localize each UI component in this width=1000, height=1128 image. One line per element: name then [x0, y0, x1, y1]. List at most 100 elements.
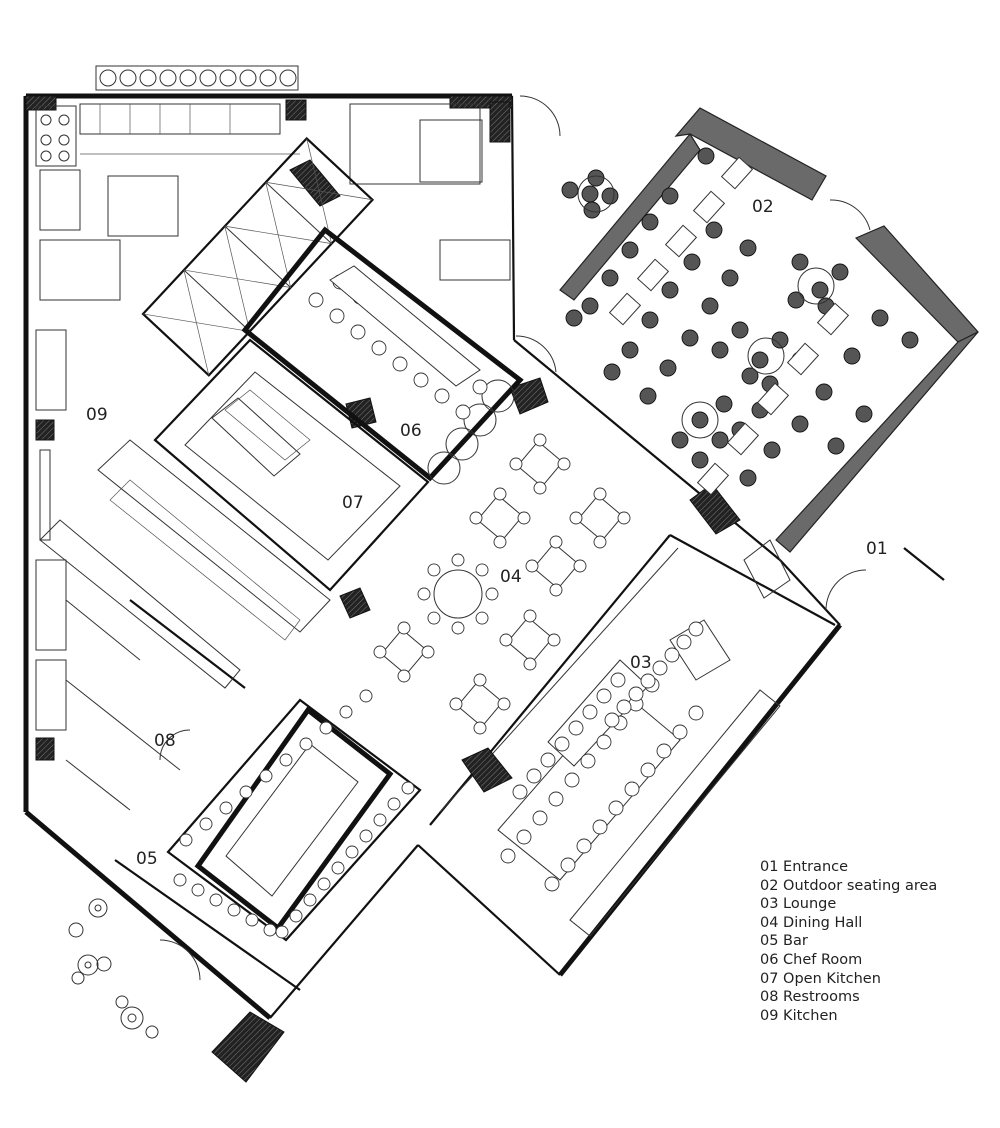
- outdoor-chair: [811, 281, 829, 299]
- dining-chair: [493, 487, 507, 501]
- outdoor-table: [692, 190, 726, 224]
- outdoor-chair: [561, 181, 579, 199]
- dining-chair: [617, 511, 631, 525]
- lounge-chair: [624, 781, 640, 797]
- bar-stool: [245, 913, 259, 927]
- chef-room: [241, 226, 524, 482]
- lamp-circle: [481, 379, 515, 413]
- bar-stool: [279, 753, 293, 767]
- outdoor-table: [726, 422, 760, 456]
- outdoor-table: [664, 224, 698, 258]
- lounge-chair: [616, 699, 632, 715]
- dining-chair: [569, 511, 583, 525]
- legend: 01 Entrance 02 Outdoor seating area 03 L…: [760, 858, 937, 1025]
- chef-chair: [455, 404, 471, 420]
- outdoor-chair: [715, 395, 733, 413]
- outdoor-chair: [691, 411, 709, 429]
- dining-chair: [397, 669, 411, 683]
- outdoor-chair: [843, 347, 861, 365]
- columns: [25, 95, 741, 1083]
- outdoor-table: [696, 462, 730, 496]
- outdoor-chair: [641, 311, 659, 329]
- outdoor-chair: [711, 341, 729, 359]
- bar-stool: [219, 801, 233, 815]
- lounge-chair: [580, 753, 596, 769]
- outdoor-chair: [901, 331, 919, 349]
- bar-stool: [359, 689, 373, 703]
- dining-chair: [509, 457, 523, 471]
- dining-chair: [593, 487, 607, 501]
- outdoor-chair: [659, 359, 677, 377]
- vent-circle: [239, 69, 257, 87]
- lounge-chair: [628, 686, 644, 702]
- dining-chair: [533, 481, 547, 495]
- roof-vents: [95, 65, 299, 91]
- bar-counter: [166, 698, 422, 942]
- vent-circle: [199, 69, 217, 87]
- bar-stool: [401, 781, 415, 795]
- dining-chair: [451, 621, 465, 635]
- cold-rooms: [141, 136, 375, 377]
- bar-stool: [209, 893, 223, 907]
- lounge-chair: [610, 672, 626, 688]
- bar-stool: [199, 817, 213, 831]
- dining-table: [576, 494, 624, 542]
- lounge-chair: [640, 762, 656, 778]
- outdoor-chair: [791, 415, 809, 433]
- outdoor-table: [636, 258, 670, 292]
- outdoor-chair: [741, 367, 759, 385]
- room-label-03: 03: [630, 653, 652, 673]
- chef-chair: [350, 324, 366, 340]
- vent-circles: [99, 69, 297, 87]
- dining-chair: [427, 563, 441, 577]
- outdoor-chair: [791, 253, 809, 271]
- outdoor-table: [816, 302, 850, 336]
- outdoor-chair: [827, 437, 845, 455]
- kitchen-equipment: [35, 103, 511, 541]
- dining-chair: [449, 697, 463, 711]
- outdoor-chair: [855, 405, 873, 423]
- dining-chair: [475, 563, 489, 577]
- legend-item: 09 Kitchen: [760, 1007, 838, 1024]
- outdoor-round-table: [681, 401, 719, 439]
- lounge-chair: [596, 734, 612, 750]
- outdoor-chair: [683, 253, 701, 271]
- outdoor-chair: [739, 239, 757, 257]
- outdoor-table: [608, 292, 642, 326]
- chef-chair: [434, 388, 450, 404]
- lounge-chair: [608, 800, 624, 816]
- lounge-chair: [672, 724, 688, 740]
- dining-chair: [523, 609, 537, 623]
- dining-chair: [523, 657, 537, 671]
- dining-chair: [549, 535, 563, 549]
- room-label-02: 02: [752, 197, 774, 217]
- lounge-chair: [516, 829, 532, 845]
- dining-chair: [469, 511, 483, 525]
- legend-item: 03 Lounge: [760, 896, 837, 913]
- outdoor-chair: [815, 383, 833, 401]
- hedges: [559, 107, 979, 553]
- outdoor-table: [786, 342, 820, 376]
- dining-chair: [533, 433, 547, 447]
- bar-stool: [331, 861, 345, 875]
- chef-chair: [392, 356, 408, 372]
- vent-circle: [139, 69, 157, 87]
- outdoor-chair: [705, 221, 723, 239]
- lounge-chair: [596, 688, 612, 704]
- outdoor-chair: [583, 201, 601, 219]
- outdoor-chair: [787, 291, 805, 309]
- bar-stool: [303, 893, 317, 907]
- vent-circle: [159, 69, 177, 87]
- lounge-chairs: [500, 621, 704, 892]
- outdoor-chair: [681, 329, 699, 347]
- dining-chair: [475, 611, 489, 625]
- dining-chair: [421, 645, 435, 659]
- outdoor-chair: [751, 351, 769, 369]
- lounge-tables: [497, 539, 791, 937]
- outdoor-chair: [601, 187, 619, 205]
- outdoor-table: [756, 382, 790, 416]
- outdoor-chair: [711, 431, 729, 449]
- vent-circle: [99, 69, 117, 87]
- outdoor-chair: [661, 187, 679, 205]
